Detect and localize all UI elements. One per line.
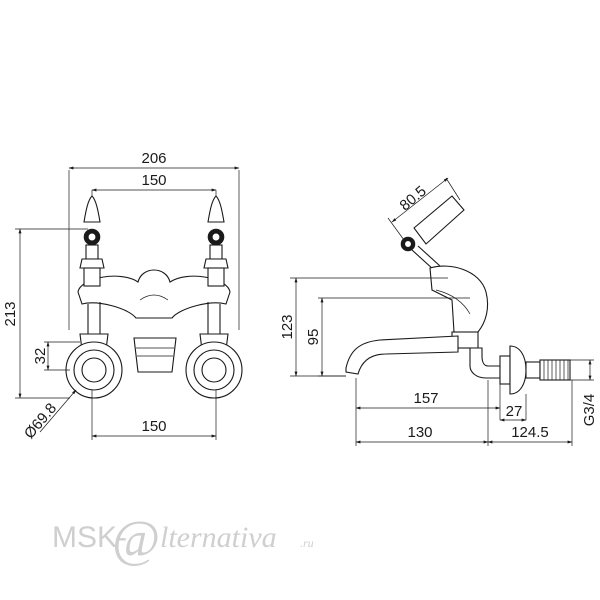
svg-text:95: 95 — [305, 329, 322, 346]
dim-inlet-spacing: 150 — [91, 418, 217, 438]
svg-text:32: 32 — [32, 348, 49, 365]
spout-front — [133, 337, 177, 373]
svg-text:lternativa: lternativa — [160, 521, 277, 554]
dim-overall-width: 206 — [68, 150, 240, 170]
left-wall-rose — [65, 333, 123, 399]
valve-body — [77, 269, 231, 319]
svg-text:G3/4: G3/4 — [581, 394, 598, 427]
dim-thread: G3/4 — [581, 359, 598, 427]
right-lever-handle — [203, 195, 229, 287]
right-wall-rose — [185, 333, 243, 399]
dim-height-total: 123 — [279, 277, 298, 377]
side-spout — [345, 335, 459, 375]
dim-handle-spacing: 150 — [91, 172, 217, 192]
dim-spout-reach: 157 — [355, 390, 501, 410]
svg-text:206: 206 — [141, 150, 166, 167]
svg-text:Ø69.8: Ø69.8 — [21, 400, 60, 442]
svg-text:27: 27 — [506, 403, 523, 420]
dim-inlet-offset: 32 — [32, 341, 50, 371]
dim-height: 213 — [2, 228, 22, 399]
svg-text:213: 213 — [2, 301, 19, 326]
watermark-logo: MSK- @ lternativa .ru — [52, 511, 314, 568]
svg-text:124.5: 124.5 — [511, 424, 549, 441]
dim-height-spout: 95 — [305, 297, 324, 377]
side-threaded-tail — [539, 359, 571, 381]
side-head-body — [429, 265, 489, 349]
svg-text:80.5: 80.5 — [396, 183, 429, 215]
side-view: 80.5 — [279, 177, 598, 446]
left-lever-handle — [79, 195, 105, 287]
svg-text:MSK-: MSK- — [52, 521, 127, 554]
dim-rose: 27 — [499, 403, 527, 422]
dim-tail: 124.5 — [487, 424, 573, 444]
front-view: 206 150 — [2, 150, 243, 442]
dim-base: 130 — [355, 424, 489, 444]
svg-text:157: 157 — [413, 390, 438, 407]
svg-text:@: @ — [112, 511, 160, 568]
svg-text:130: 130 — [407, 424, 432, 441]
svg-text:.ru: .ru — [300, 536, 314, 550]
svg-text:123: 123 — [279, 314, 296, 339]
side-supply-pipe — [469, 345, 541, 395]
svg-text:150: 150 — [141, 418, 166, 435]
svg-text:150: 150 — [141, 172, 166, 189]
